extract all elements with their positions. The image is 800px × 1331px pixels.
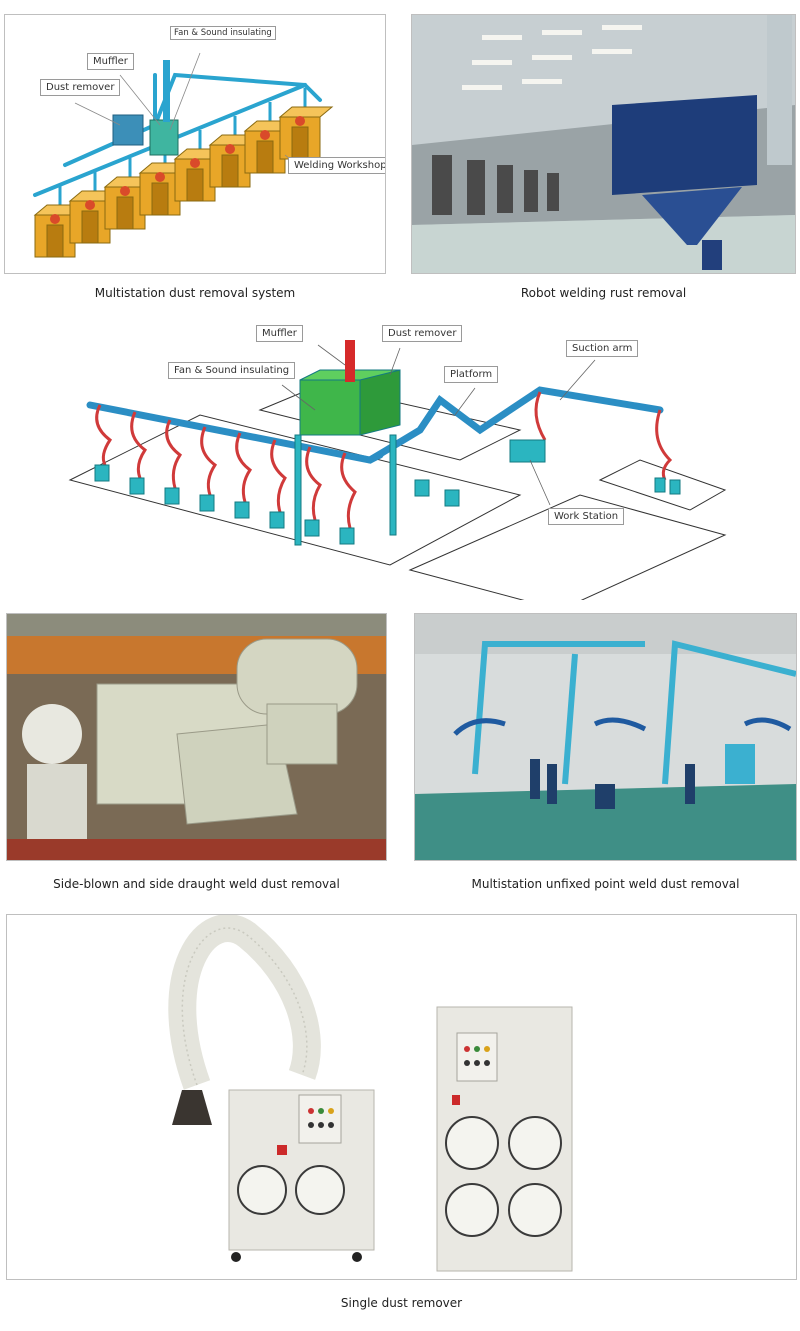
workstation-layout-diagram: Muffler Dust remover Fan & Sound insulat… (60, 320, 740, 600)
robot-welding-illustration (412, 15, 795, 273)
unfixed-point-photo (414, 613, 797, 861)
label-work-station: Work Station (548, 508, 625, 525)
unfixed-point-illustration (415, 614, 796, 860)
label-muffler: Muffler (87, 53, 134, 70)
multistation-system-diagram: Fan & Sound insulating Muffler Dust remo… (4, 14, 386, 274)
label-suction-arm: Suction arm (566, 340, 639, 357)
multistation-system-drawing (33, 52, 334, 258)
caption-side-blown: Side-blown and side draught weld dust re… (53, 877, 340, 891)
label-platform: Platform (444, 366, 499, 383)
robot-welding-photo (411, 14, 796, 274)
caption-robot-welding: Robot welding rust removal (520, 286, 687, 300)
label-dust-remover: Dust remover (40, 79, 121, 96)
side-blown-photo (6, 613, 387, 861)
label-fan-sound-insulating: Fan & Sound insulating (168, 362, 296, 379)
single-dust-remover-photo (6, 914, 797, 1280)
side-blown-illustration (7, 614, 386, 860)
single-dust-remover-illustration (168, 915, 573, 1272)
workstation-layout-drawing (68, 340, 727, 600)
label-dust-remover: Dust remover (382, 325, 463, 342)
caption-unfixed-point: Multistation unfixed point weld dust rem… (471, 877, 740, 891)
caption-multistation-dust-removal: Multistation dust removal system (94, 286, 296, 300)
label-fan-sound-insulating: Fan & Sound insulating (170, 26, 276, 40)
label-muffler: Muffler (256, 325, 303, 342)
label-welding-workshop: Welding Workshop (288, 157, 385, 174)
caption-single-dust-remover: Single dust remover (340, 1296, 463, 1310)
